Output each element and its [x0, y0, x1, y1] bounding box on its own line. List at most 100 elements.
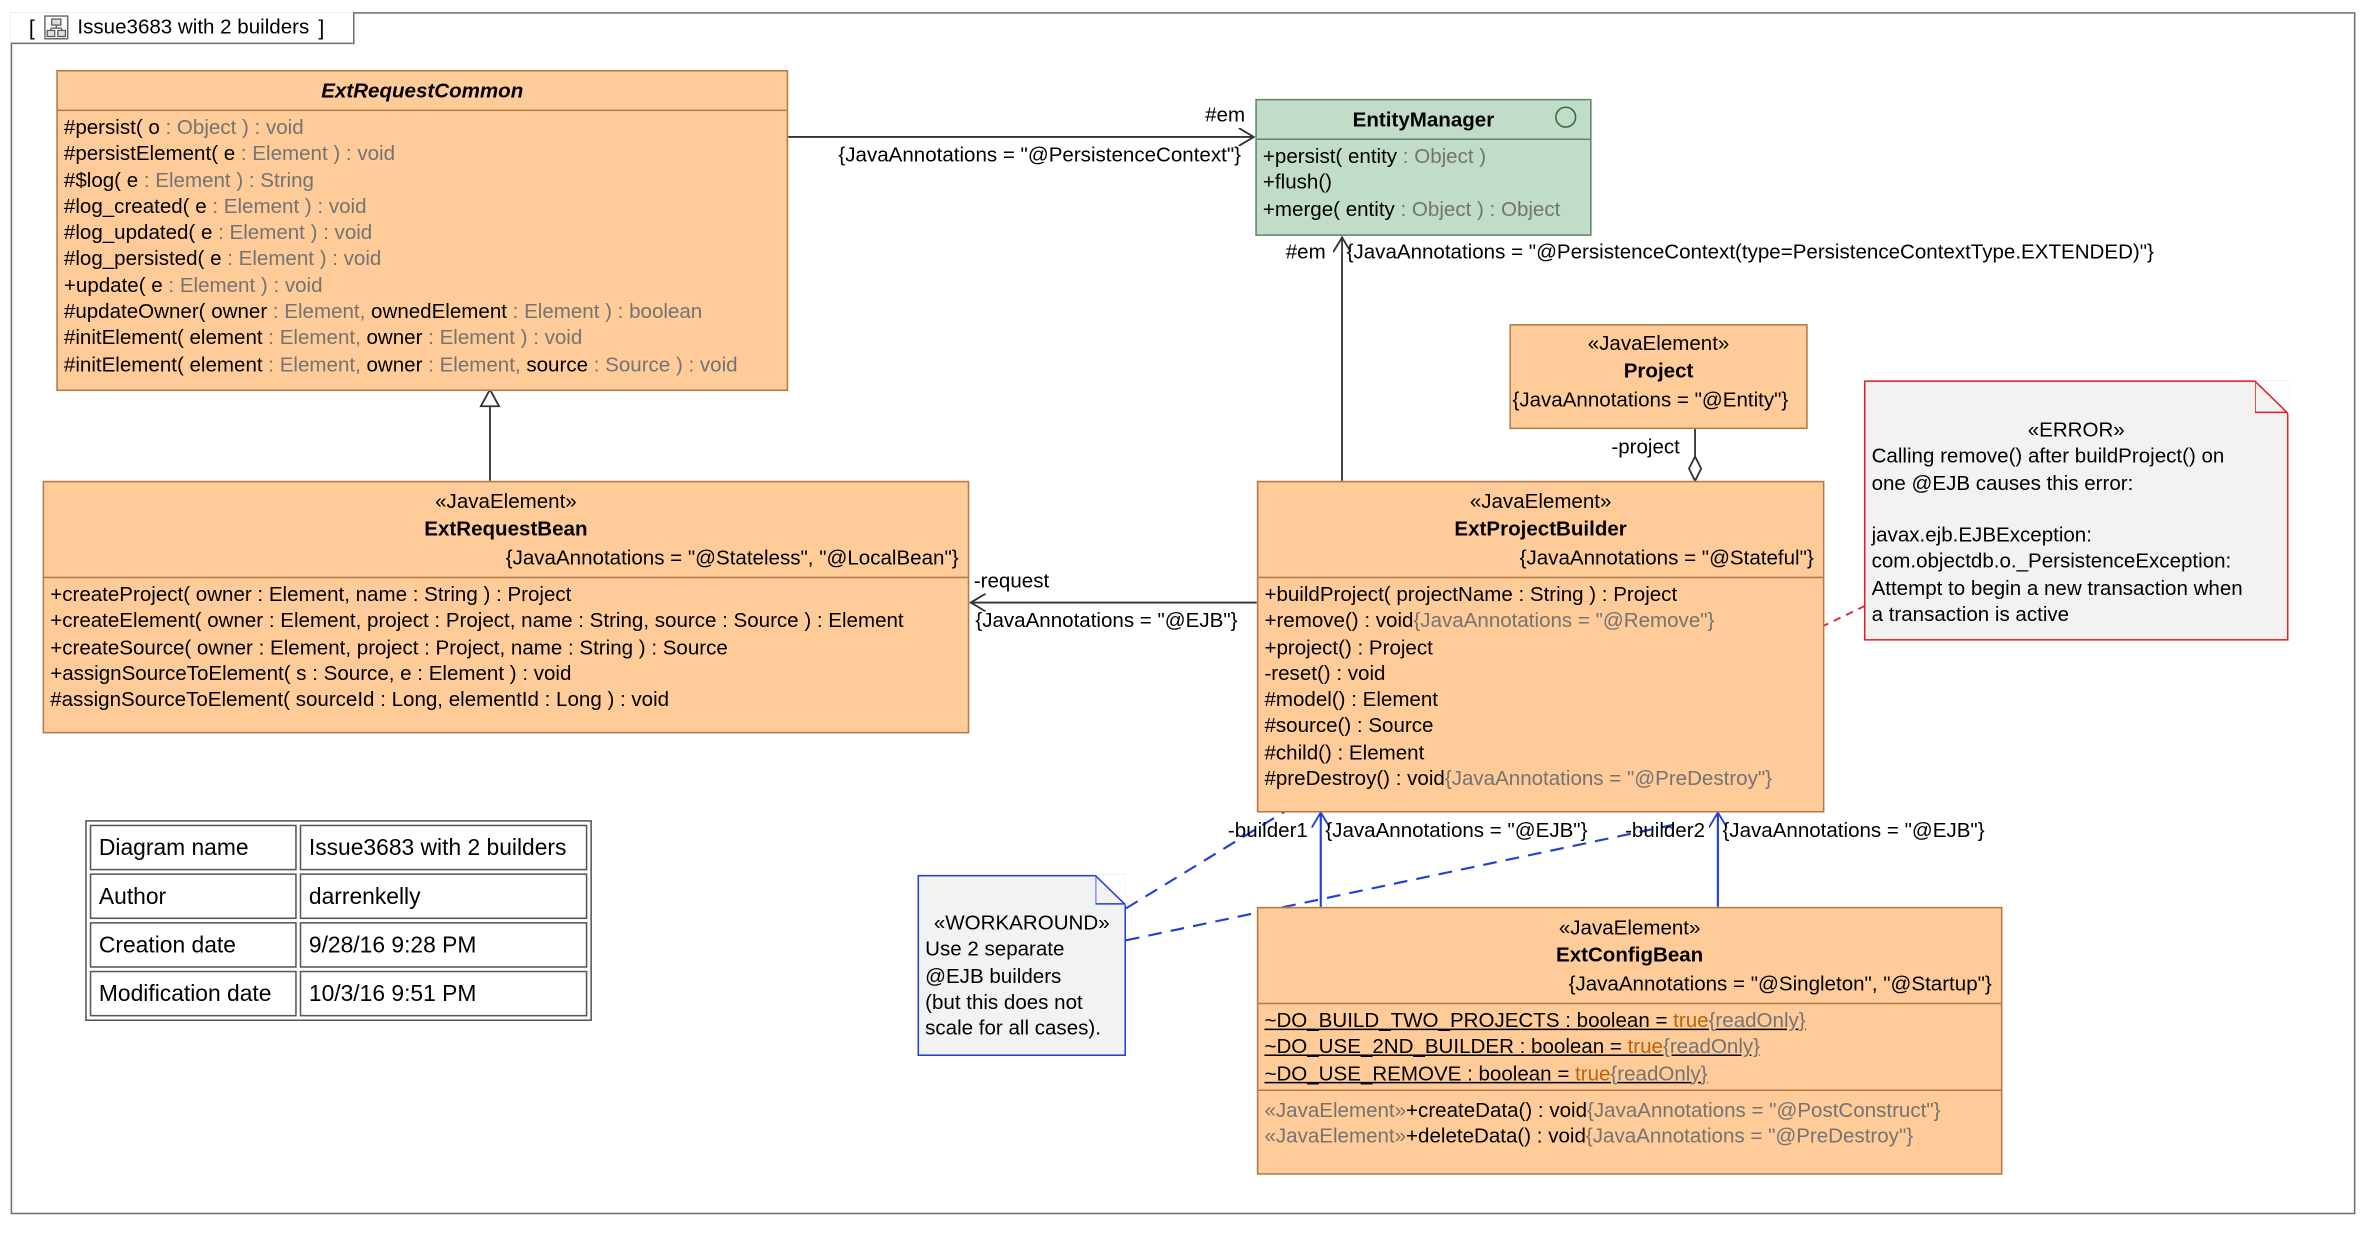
workaround-note[interactable]: «WORKAROUND» Use 2 separate @EJB builder… [917, 874, 1126, 1056]
stereotype-label: «JavaElement» [1587, 331, 1730, 355]
em-top-tag-label: {JavaAnnotations = "@PersistenceContext"… [838, 143, 1241, 166]
interface-entity-manager[interactable]: EntityManager +persist( entity : Object … [1255, 98, 1592, 236]
class-name: ExtRequestCommon [321, 79, 524, 102]
class-project[interactable]: «JavaElement» Project {JavaAnnotations =… [1509, 324, 1808, 430]
class-ext-request-bean[interactable]: «JavaElement» ExtRequestBean {JavaAnnota… [42, 480, 970, 734]
operations-compartment: +persist( entity : Object ) +flush() +me… [1257, 140, 1590, 225]
diagram-info-table: Diagram name Issue3683 with 2 builders A… [85, 820, 592, 1021]
operations-compartment: «JavaElement»+createData() : void{JavaAn… [1258, 1091, 2001, 1153]
operation-row[interactable]: #persistElement( e : Element ) : void [63, 141, 396, 165]
operation-row[interactable]: +buildProject( projectName : String ) : … [1264, 582, 1678, 606]
diagram-frame-tab[interactable]: [ Issue3683 with 2 builders ] [10, 12, 355, 45]
stereotype-label: «JavaElement» [435, 489, 577, 513]
info-value: Issue3683 with 2 builders [299, 824, 588, 871]
frame-bracket-close: ] [318, 15, 325, 40]
operation-row[interactable]: +createSource( owner : Element, project … [50, 635, 728, 659]
operation-row[interactable]: «JavaElement»+deleteData() : void{JavaAn… [1264, 1124, 1914, 1148]
operation-row[interactable]: #updateOwner( owner : Element, ownedElem… [63, 299, 703, 323]
attributes-compartment: ~DO_BUILD_TWO_PROJECTS : boolean = true{… [1258, 1004, 2001, 1091]
class-diagram-icon [43, 15, 69, 40]
info-value: darrenkelly [299, 873, 588, 920]
class-name: ExtConfigBean [1556, 943, 1704, 967]
note-line [1872, 496, 2281, 522]
em-bottom-role-label: #em [1285, 240, 1326, 264]
class-ext-request-common[interactable]: ExtRequestCommon #persist( o : Object ) … [56, 69, 789, 392]
class-name: ExtRequestBean [424, 517, 588, 541]
builder2-role-label: -builder2 [1625, 818, 1706, 842]
operation-row[interactable]: #preDestroy() : void{JavaAnnotations = "… [1264, 767, 1773, 790]
class-header: «JavaElement» ExtConfigBean {JavaAnnotat… [1258, 908, 2001, 1005]
attribute-row[interactable]: ~DO_USE_REMOVE : boolean = true{readOnly… [1264, 1061, 1708, 1085]
note-line: one @EJB causes this error: [1871, 471, 2134, 494]
operation-row[interactable]: +remove() : void{JavaAnnotations = "@Rem… [1264, 609, 1715, 632]
operation-row[interactable]: +flush() [1262, 170, 1333, 194]
operation-row[interactable]: #persist( o : Object ) : void [63, 115, 304, 139]
note-line: Attempt to begin a new transaction when [1871, 576, 2243, 600]
attribute-row[interactable]: ~DO_USE_2ND_BUILDER : boolean = true{rea… [1264, 1035, 1761, 1058]
operation-row[interactable]: +merge( entity : Object ) : Object [1262, 197, 1561, 221]
class-header: «JavaElement» Project {JavaAnnotations =… [1511, 326, 1806, 414]
operation-row[interactable]: #initElement( element : Element, owner :… [63, 326, 583, 350]
info-key: Author [89, 873, 297, 920]
workaround-anchor-2 [1125, 823, 1674, 942]
tagged-value: {JavaAnnotations = "@Stateless", "@Local… [505, 546, 959, 570]
note-stereotype: «WORKAROUND» [933, 911, 1110, 935]
operations-compartment: +buildProject( projectName : String ) : … [1258, 578, 1823, 795]
error-note[interactable]: «ERROR» Calling remove() after buildProj… [1863, 380, 2289, 641]
class-name: EntityManager [1352, 108, 1495, 131]
builder1-role-label: -builder1 [1227, 818, 1308, 842]
request-role-label: -request [973, 569, 1050, 592]
note-line: @EJB builders [925, 964, 1062, 987]
stereotype-label: «JavaElement» [1469, 489, 1612, 513]
note-line: Use 2 separate [925, 937, 1065, 961]
note-line: (but this does not [925, 990, 1083, 1014]
operation-row[interactable]: #assignSourceToElement( sourceId : Long,… [50, 688, 670, 711]
operation-row[interactable]: #source() : Source [1264, 714, 1434, 738]
table-row: Modification date 10/3/16 9:51 PM [89, 970, 588, 1017]
interface-circle-icon [1555, 106, 1577, 128]
attribute-row[interactable]: ~DO_BUILD_TWO_PROJECTS : boolean = true{… [1264, 1008, 1806, 1032]
operation-row[interactable]: #log_updated( e : Element ) : void [63, 220, 373, 244]
operation-row[interactable]: #log_created( e : Element ) : void [63, 194, 367, 218]
operation-row[interactable]: #log_persisted( e : Element ) : void [63, 247, 382, 271]
note-line: com.objectdb.o._PersistenceException: [1871, 550, 2232, 573]
generalization-arrowhead [479, 387, 501, 408]
request-tag-label: {JavaAnnotations = "@EJB"} [975, 608, 1238, 632]
note-line: a transaction is active [1871, 602, 2070, 626]
note-stereotype: «ERROR» [2027, 418, 2125, 442]
operations-compartment: #persist( o : Object ) : void #persistEl… [58, 111, 787, 380]
operation-row[interactable]: +persist( entity : Object ) [1262, 144, 1487, 168]
class-ext-project-builder[interactable]: «JavaElement» ExtProjectBuilder {JavaAnn… [1256, 480, 1825, 813]
info-value: 9/28/16 9:28 PM [299, 922, 588, 968]
stereotype-label: «JavaElement» [1558, 916, 1701, 939]
operation-row[interactable]: #child() : Element [1264, 740, 1425, 764]
operations-compartment: +createProject( owner : Element, name : … [44, 578, 968, 716]
operation-row[interactable]: +project() : Project [1264, 635, 1433, 659]
note-line: scale for all cases). [925, 1016, 1101, 1040]
workaround-anchor-1 [1125, 797, 1307, 910]
class-ext-config-bean[interactable]: «JavaElement» ExtConfigBean {JavaAnnotat… [1256, 906, 2003, 1175]
operation-row[interactable]: «JavaElement»+createData() : void{JavaAn… [1264, 1098, 1941, 1122]
tagged-value: {JavaAnnotations = "@Stateful"} [1519, 546, 1814, 570]
operation-row[interactable]: +update( e : Element ) : void [63, 273, 323, 297]
diagram-frame [10, 12, 2356, 1215]
class-header: «JavaElement» ExtProjectBuilder {JavaAnn… [1258, 482, 1823, 579]
tagged-value: {JavaAnnotations = "@Singleton", "@Start… [1568, 972, 1992, 996]
operation-row[interactable]: +createProject( owner : Element, name : … [50, 582, 572, 606]
table-row: Author darrenkelly [89, 873, 588, 920]
operation-row[interactable]: #initElement( element : Element, owner :… [63, 352, 738, 376]
diagram-title: Issue3683 with 2 builders [77, 15, 310, 39]
frame-bracket-open: [ [28, 15, 35, 40]
table-row: Diagram name Issue3683 with 2 builders [89, 824, 588, 871]
operation-row[interactable]: #$log( e : Element ) : String [63, 168, 314, 192]
operation-row[interactable]: -reset() : void [1264, 661, 1386, 685]
info-key: Diagram name [89, 824, 297, 871]
class-name: ExtProjectBuilder [1454, 517, 1627, 541]
note-corner-fold [1095, 874, 1126, 906]
em-bottom-tag-label: {JavaAnnotations = "@PersistenceContext(… [1346, 240, 2154, 264]
operation-row[interactable]: +assignSourceToElement( s : Source, e : … [50, 661, 572, 685]
class-header: EntityManager [1256, 100, 1591, 140]
operation-row[interactable]: #model() : Element [1264, 688, 1438, 711]
operation-row[interactable]: +createElement( owner : Element, project… [50, 609, 904, 632]
